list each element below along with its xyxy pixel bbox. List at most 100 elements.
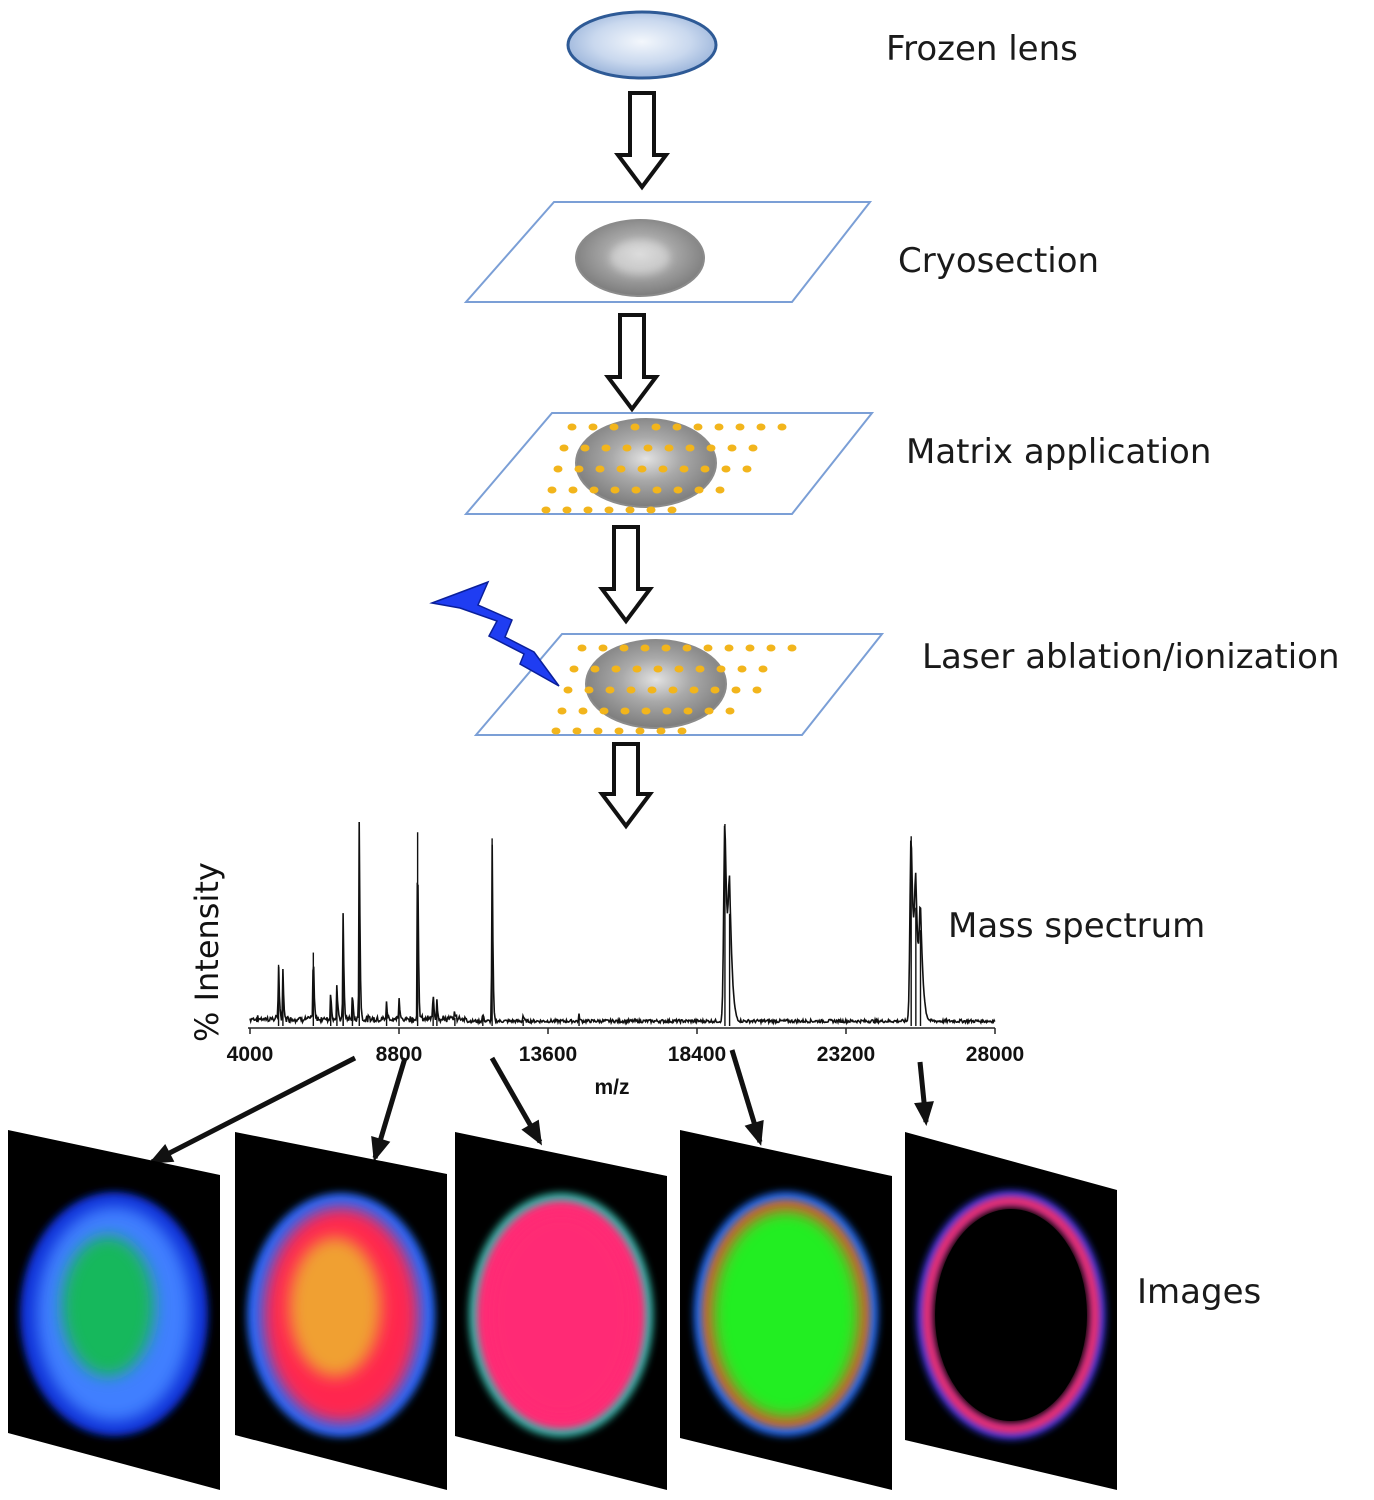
arrow-head-icon: [914, 1101, 934, 1126]
matrix-dot: [637, 465, 647, 473]
matrix-dot: [682, 644, 692, 652]
matrix-dot: [632, 665, 642, 673]
matrix-dot: [620, 707, 630, 715]
matrix-dot: [611, 665, 621, 673]
matrix-dot: [704, 707, 714, 715]
step-label-laser-ablation: Laser ablation/ionization: [922, 637, 1340, 677]
matrix-dot: [589, 486, 599, 494]
tissue-section: [575, 418, 717, 508]
matrix-dot: [643, 444, 653, 452]
matrix-dot: [787, 644, 797, 652]
frozen-lens: [566, 10, 718, 80]
matrix-dot: [547, 486, 557, 494]
matrix-dot: [598, 644, 608, 652]
matrix-dot: [700, 465, 710, 473]
matrix-dot: [605, 686, 615, 694]
matrix-dot: [695, 665, 705, 673]
matrix-dot: [622, 444, 632, 452]
matrix-dot: [727, 444, 737, 452]
matrix-dot: [616, 465, 626, 473]
matrix-dot: [640, 644, 650, 652]
ion-image: [905, 1132, 1117, 1490]
matrix-dot: [683, 707, 693, 715]
matrix-dot: [694, 486, 704, 494]
step-label-mass-spectrum: Mass spectrum: [948, 906, 1205, 946]
arrow-head-icon: [371, 1135, 391, 1162]
matrix-dot: [672, 423, 682, 431]
matrix-dots: [551, 644, 797, 735]
matrix-dot: [574, 465, 584, 473]
matrix-dot: [562, 506, 572, 514]
matrix-dot: [557, 707, 567, 715]
matrix-dot: [577, 644, 587, 652]
y-axis-label: % Intensity: [188, 862, 226, 1042]
x-tick-label: 8800: [376, 1043, 423, 1066]
matrix-dot: [715, 486, 725, 494]
matrix-dot: [735, 423, 745, 431]
matrix-dot: [668, 686, 678, 694]
matrix-dot: [584, 686, 594, 694]
matrix-dot: [580, 444, 590, 452]
matrix-dot: [748, 444, 758, 452]
matrix-dot: [646, 506, 656, 514]
flow-arrow-icon: [598, 742, 654, 830]
flow-arrow-icon: [604, 313, 660, 413]
tissue-section: [585, 639, 727, 729]
step-label-matrix-application: Matrix application: [906, 432, 1211, 472]
spectrum-line: [249, 821, 996, 1026]
matrix-dot: [716, 665, 726, 673]
matrix-dot: [674, 665, 684, 673]
matrix-dot: [604, 506, 614, 514]
matrix-dot: [601, 444, 611, 452]
matrix-slide: [463, 412, 875, 515]
matrix-dot: [693, 423, 703, 431]
matrix-dot: [651, 423, 661, 431]
matrix-dot: [563, 686, 573, 694]
step-label-frozen-lens: Frozen lens: [886, 29, 1078, 69]
matrix-dot: [752, 686, 762, 694]
matrix-dot: [553, 465, 563, 473]
x-tick-label: 18400: [668, 1043, 726, 1066]
matrix-dot: [578, 707, 588, 715]
matrix-dot: [742, 465, 752, 473]
laser-bolt-icon: [429, 580, 560, 687]
matrix-dot: [590, 665, 600, 673]
ion-image: [680, 1130, 892, 1490]
matrix-dot: [614, 727, 624, 735]
matrix-dot: [626, 686, 636, 694]
matrix-dot: [737, 665, 747, 673]
x-axis-label: m/z: [594, 1076, 629, 1099]
matrix-dot: [656, 727, 666, 735]
matrix-dot: [745, 644, 755, 652]
matrix-dot: [567, 423, 577, 431]
matrix-dot: [658, 465, 668, 473]
matrix-dot: [689, 686, 699, 694]
matrix-dot: [647, 686, 657, 694]
matrix-dot: [625, 506, 635, 514]
matrix-dot: [610, 486, 620, 494]
matrix-dot: [583, 506, 593, 514]
matrix-dot: [664, 444, 674, 452]
matrix-dot: [593, 727, 603, 735]
matrix-dot: [631, 486, 641, 494]
matrix-dot: [677, 727, 687, 735]
matrix-dot: [756, 423, 766, 431]
ion-image: [235, 1132, 447, 1490]
x-tick-label: 13600: [519, 1043, 577, 1066]
matrix-dot: [588, 423, 598, 431]
ion-image: [455, 1132, 667, 1490]
matrix-dot: [568, 486, 578, 494]
matrix-dot: [635, 727, 645, 735]
matrix-dot: [679, 465, 689, 473]
matrix-dot: [609, 423, 619, 431]
matrix-dot: [731, 686, 741, 694]
matrix-dot: [706, 444, 716, 452]
spectrum-peaks: [277, 822, 922, 1026]
x-tick-label: 4000: [227, 1043, 274, 1066]
matrix-dot: [724, 644, 734, 652]
laser-slide: [473, 633, 885, 736]
arrow-head-icon: [521, 1119, 542, 1146]
ion-image: [8, 1130, 220, 1490]
matrix-dot: [541, 506, 551, 514]
